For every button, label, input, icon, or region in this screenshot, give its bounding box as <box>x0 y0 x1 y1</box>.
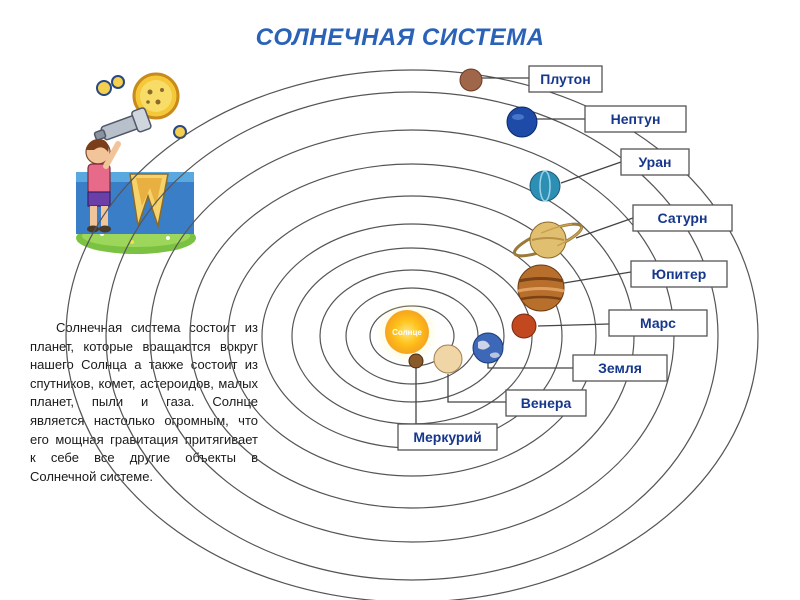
page-title: СОЛНЕЧНАЯ СИСТЕМА <box>255 24 545 51</box>
planet-labels: Плутон Нептун Уран Сатурн Юпитер Марс Зе… <box>397 65 733 451</box>
label-jupiter-text: Юпитер <box>652 266 707 282</box>
label-saturn-text: Сатурн <box>658 210 708 226</box>
orbit-10 <box>65 69 759 600</box>
sun <box>385 310 429 354</box>
leader-jupiter <box>563 271 632 284</box>
orbit-3 <box>319 269 505 403</box>
label-pluto: Плутон <box>528 65 603 93</box>
label-jupiter: Юпитер <box>630 260 728 288</box>
planet-earth <box>472 332 504 364</box>
label-venus: Венера <box>505 389 587 417</box>
boy-with-telescope-clipart <box>76 72 196 254</box>
label-mars: Марс <box>608 309 708 337</box>
label-earth: Земля <box>572 354 668 382</box>
label-uranus-text: Уран <box>639 154 672 170</box>
leader-earth <box>487 359 573 369</box>
sun-label: Солнце <box>392 328 422 337</box>
label-pluto-text: Плутон <box>540 71 590 87</box>
leader-saturn <box>575 217 634 239</box>
description-text: Солнечная система состоит из планет, кот… <box>30 320 258 484</box>
label-earth-text: Земля <box>598 360 642 376</box>
label-venus-text: Венера <box>521 395 572 411</box>
planet-mercury <box>408 353 424 369</box>
orbit-2 <box>345 287 479 385</box>
planet-pluto <box>459 68 483 92</box>
orbit-9 <box>105 91 719 581</box>
planet-venus <box>433 344 463 374</box>
leader-venus <box>447 374 506 403</box>
label-mars-text: Марс <box>640 315 676 331</box>
label-mercury-text: Меркурий <box>413 429 481 445</box>
label-mercury: Меркурий <box>397 423 498 451</box>
planet-uranus <box>529 170 561 202</box>
planet-mars <box>511 313 537 339</box>
label-neptune: Нептун <box>584 105 687 133</box>
planet-saturn <box>512 221 584 259</box>
label-saturn: Сатурн <box>632 204 733 232</box>
label-uranus: Уран <box>620 148 690 176</box>
planets <box>408 68 584 374</box>
leader-mars <box>537 323 610 327</box>
orbit-6 <box>227 195 597 477</box>
label-neptune-text: Нептун <box>611 111 661 127</box>
leader-uranus <box>560 161 622 184</box>
planet-jupiter <box>517 264 565 312</box>
planet-neptune <box>506 106 538 138</box>
